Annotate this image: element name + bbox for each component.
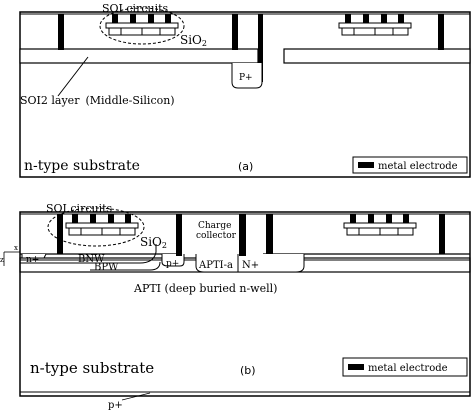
bpw-label: BPW — [94, 262, 119, 273]
soi2-layer-right — [283, 48, 471, 64]
substrate-label-a: n-type substrate — [24, 158, 140, 174]
panel-label-b: (b) — [240, 364, 256, 377]
sio2-label-a: SiO2 — [180, 33, 207, 48]
soi2-layer-pointer — [57, 56, 89, 97]
metal-electrode-a1 — [58, 14, 64, 50]
panel-a: SOI circuits SiO2 P+ SOI2 layer(Middle-S… — [19, 2, 471, 178]
substrate-label-b: n-type substrate — [30, 359, 154, 377]
soi2-layer-label: SOI2 layer(Middle-Silicon) — [20, 94, 175, 107]
legend-label-a: metal electrode — [378, 161, 458, 172]
panel-label-a: (a) — [238, 160, 253, 173]
legend-box-b — [342, 357, 468, 377]
legend-label-b: metal electrode — [368, 363, 448, 374]
p-plus-bottom-pointer — [121, 392, 151, 401]
panel-b: x z SOI circuits SiO2 n+ BNW BPW p+ Char… — [0, 202, 471, 411]
metal-electrode-a4 — [438, 14, 444, 50]
soi-circuits-dashed-outline-b — [47, 207, 145, 247]
n-plus-region-left — [21, 253, 47, 259]
metal-electrode-b3 — [239, 214, 246, 256]
metal-electrode-a2 — [232, 14, 238, 50]
n-plus-label-right: N+ — [242, 260, 259, 271]
axis-indicator: x z — [0, 244, 20, 266]
p-plus-label-mid: p+ — [166, 259, 179, 269]
collector-label: collector — [196, 231, 237, 241]
p-plus-label-a: P+ — [239, 73, 253, 83]
bpw-region — [90, 261, 161, 271]
charge-label: Charge — [198, 221, 231, 231]
apti-a-region — [195, 254, 305, 273]
legend-box-a — [352, 156, 468, 174]
metal-electrode-b4 — [266, 214, 273, 254]
legend-swatch-b — [348, 364, 364, 370]
sio2-label-b: SiO2 — [140, 235, 167, 250]
legend-swatch-a — [358, 162, 374, 168]
metal-electrode-a3 — [258, 14, 263, 82]
panel-a-outline — [19, 11, 471, 178]
soi-circuits-dashed-outline — [99, 7, 185, 45]
p-plus-label-bottom: p+ — [108, 400, 123, 411]
soi-circuits-label-a: SOI circuits — [102, 2, 169, 15]
axis-z-label: z — [0, 256, 4, 264]
metal-electrode-b1 — [57, 214, 63, 254]
soi-circuit-block-right — [338, 14, 412, 36]
soi-circuit-block-right-b — [343, 214, 417, 236]
metal-electrode-b5 — [439, 214, 445, 254]
axis-x-label: x — [14, 244, 18, 252]
panel-b-outline — [19, 211, 471, 397]
n-plus-label-left: n+ — [26, 255, 39, 265]
apti-a-label: APTI-a — [198, 260, 233, 271]
p-plus-region-mid — [161, 254, 185, 267]
soi2-layer-left — [19, 48, 259, 64]
bnw-region — [20, 244, 157, 264]
soi-circuits-label-b: SOI circuits — [46, 202, 113, 215]
apti-label: APTI (deep buried n-well) — [133, 282, 277, 295]
soi-circuit-block-left — [105, 14, 179, 36]
soi-circuit-block-left-b — [65, 214, 139, 236]
p-plus-region-a — [231, 63, 263, 89]
bnw-label: BNW — [78, 254, 105, 265]
metal-electrode-b2 — [176, 214, 182, 256]
